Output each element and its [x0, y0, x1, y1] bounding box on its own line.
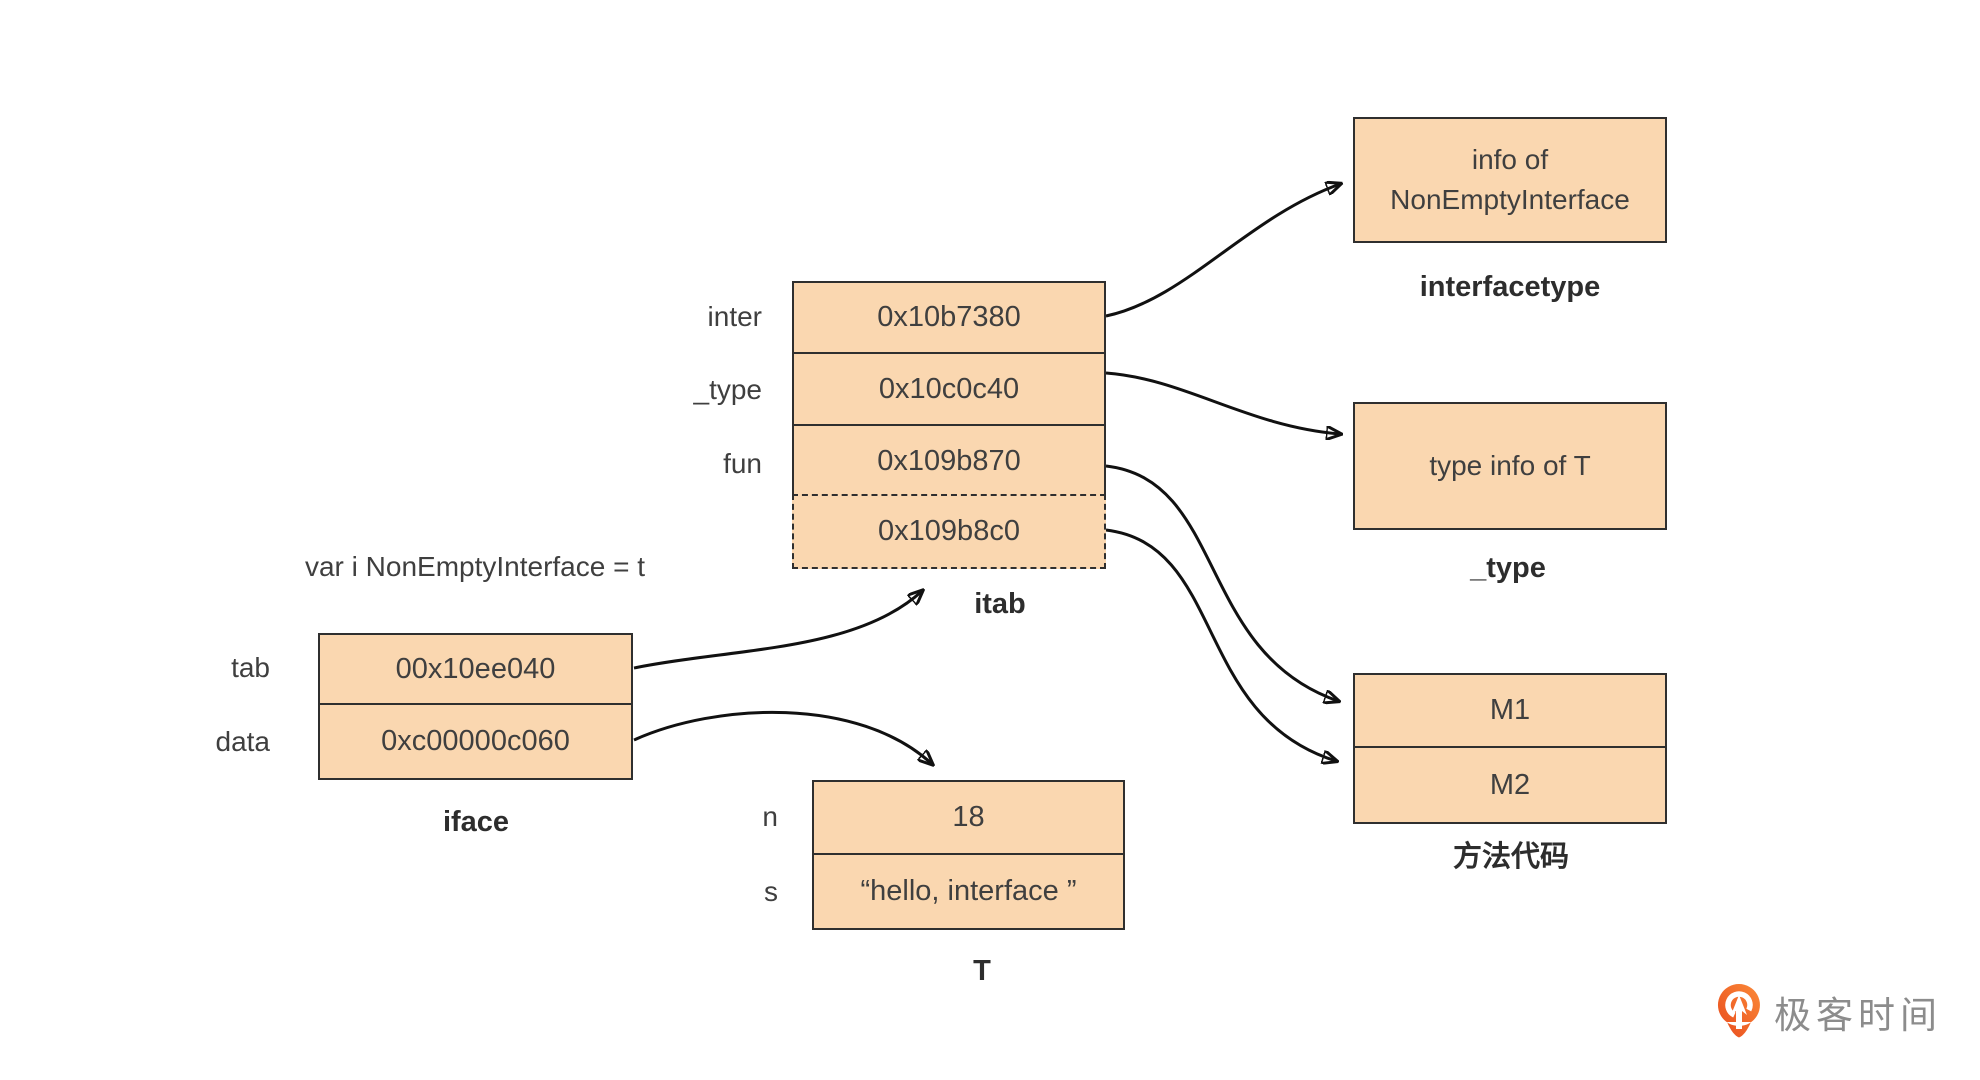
itab-value-inter: 0x10b7380	[877, 301, 1021, 333]
methods-row-m1: M1	[1353, 673, 1667, 748]
itab-field-fun: fun	[723, 448, 762, 479]
itab-table: 0x10b7380 0x10c0c40 0x109b870 0x109b8c0	[792, 281, 1106, 569]
logo-arrow	[1731, 995, 1747, 1029]
variable-declaration: var i NonEmptyInterface = t	[304, 551, 646, 582]
t-value-s: “hello, interface ”	[860, 875, 1077, 907]
t-caption: T	[973, 955, 991, 987]
itab-value-type: 0x10c0c40	[878, 372, 1020, 405]
t-row-s: “hello, interface ”	[812, 853, 1125, 930]
iface-row-data: 0xc00000c060	[318, 703, 633, 780]
itab-field-type: _type	[693, 374, 763, 405]
arrow-inter-to-interfacetype	[1105, 184, 1340, 318]
itab-row-fun: 0x109b870	[792, 424, 1106, 496]
iface-caption: iface	[442, 806, 510, 838]
itab-row-type: 0x10c0c40	[792, 352, 1106, 426]
methods-caption: 方法代码	[1452, 841, 1570, 873]
iface-table: 00x10ee040 0xc00000c060	[318, 633, 633, 780]
itab-value-extra-fun: 0x109b8c0	[878, 515, 1020, 547]
methods-table: M1 M2	[1353, 673, 1667, 824]
arrow-type-to-typeinfo	[1105, 371, 1340, 434]
t-field-s: s	[764, 876, 778, 907]
geektime-logo: 极客时间	[1716, 984, 1942, 1040]
iface-field-data: data	[215, 726, 271, 757]
iface-value-data: 0xc00000c060	[381, 725, 570, 757]
typeinfo-text: type info of T	[1429, 450, 1591, 481]
methods-row-m2: M2	[1353, 746, 1667, 824]
methods-value-m1: M1	[1489, 694, 1531, 726]
itab-caption: itab	[974, 588, 1026, 620]
interfacetype-caption: interfacetype	[1419, 271, 1601, 303]
typeinfo-caption: _type	[1470, 552, 1546, 584]
iface-value-tab: 00x10ee040	[395, 652, 556, 685]
typeinfo-box: type info of T	[1353, 402, 1667, 530]
t-row-n: 18	[812, 780, 1125, 855]
t-table: 18 “hello, interface ”	[812, 780, 1125, 930]
logo-ring	[1725, 991, 1753, 1019]
geektime-logo-icon	[1717, 984, 1760, 1038]
methods-value-m2: M2	[1489, 768, 1531, 801]
arrow-fun-to-m1	[1105, 464, 1338, 701]
geektime-logo-text: 极客时间	[1774, 995, 1942, 1036]
itab-value-fun: 0x109b870	[877, 444, 1021, 477]
itab-field-inter: inter	[707, 301, 762, 332]
iface-field-tab: tab	[231, 652, 270, 683]
interfacetype-text-line1: info of	[1471, 144, 1549, 175]
arrow-dashed-to-m2	[1105, 528, 1336, 761]
interfacetype-text-line2: NonEmptyInterface	[1390, 184, 1630, 215]
arrow-data-to-t	[633, 710, 932, 764]
t-value-n: 18	[952, 801, 985, 833]
t-field-n: n	[762, 801, 778, 832]
itab-row-extra-fun: 0x109b8c0	[792, 494, 1106, 569]
arrow-tab-to-itab	[633, 591, 922, 670]
interfacetype-box: info of NonEmptyInterface	[1353, 117, 1667, 243]
iface-row-tab: 00x10ee040	[318, 633, 633, 705]
itab-row-inter: 0x10b7380	[792, 281, 1106, 354]
